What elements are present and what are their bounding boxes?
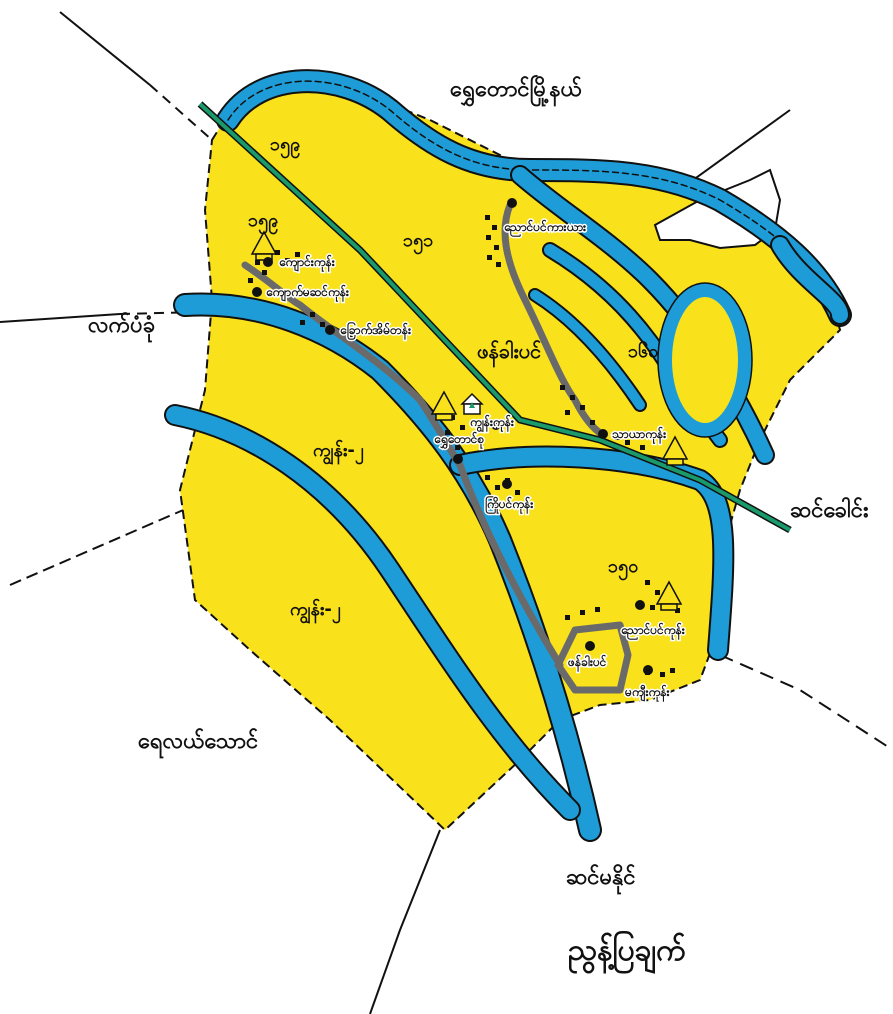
map-title: ညွန့်ပြချက် [568, 930, 686, 975]
village-label: ကျောက်မဆင်ကုန်း [265, 283, 350, 303]
plot-number: ၁၅၁ [403, 230, 433, 255]
river-island-oval-outline [657, 282, 753, 438]
label-west: လက်ပံခုံ [88, 311, 155, 343]
village-label: ဖန်ခါးပင် [567, 653, 607, 673]
village-label: ညောင်ပင်ကားယား [503, 218, 587, 238]
village-label: မကျီးကုန်း [624, 683, 670, 703]
pagoda-icon [430, 390, 458, 421]
label-south: ဆင်မနိုင် [566, 863, 636, 895]
school-icon [460, 392, 484, 415]
roads [241, 201, 632, 694]
village-label: ညောင်ပင်ကုန်း [620, 621, 686, 641]
village-label: ကျွန်းကုန်း [469, 413, 515, 433]
railway-line-fill [198, 102, 791, 532]
plot-number: ၁၆၀ [628, 340, 658, 362]
label-north: ရွှေတောင်မြို့နယ် [450, 74, 582, 107]
village-label: ကျောင်းကုန်း [278, 253, 336, 273]
river-island-oval [658, 283, 752, 437]
pagoda-icon [250, 230, 278, 261]
plot-number: ၁၅၉ [248, 210, 278, 235]
settlement-blocks [248, 215, 680, 677]
forest-label: ကျွန်း-၂ [313, 439, 364, 465]
village-label: ရွှေတောင်စု [433, 430, 484, 450]
plot-number: ၁၅၉ [270, 134, 300, 159]
label-east: ဆင်ခေါင်း [790, 496, 869, 523]
label-southwest: ရေလယ်သောင် [138, 727, 258, 759]
plot-number: ၁၅၀ [608, 556, 638, 581]
pagoda-icon [655, 580, 683, 611]
village-label: သာယာကုန်း [612, 425, 667, 445]
village-dots [252, 198, 653, 675]
forest-label: ကျွန်း-၂ [290, 598, 341, 624]
pagoda-icon [661, 435, 689, 466]
